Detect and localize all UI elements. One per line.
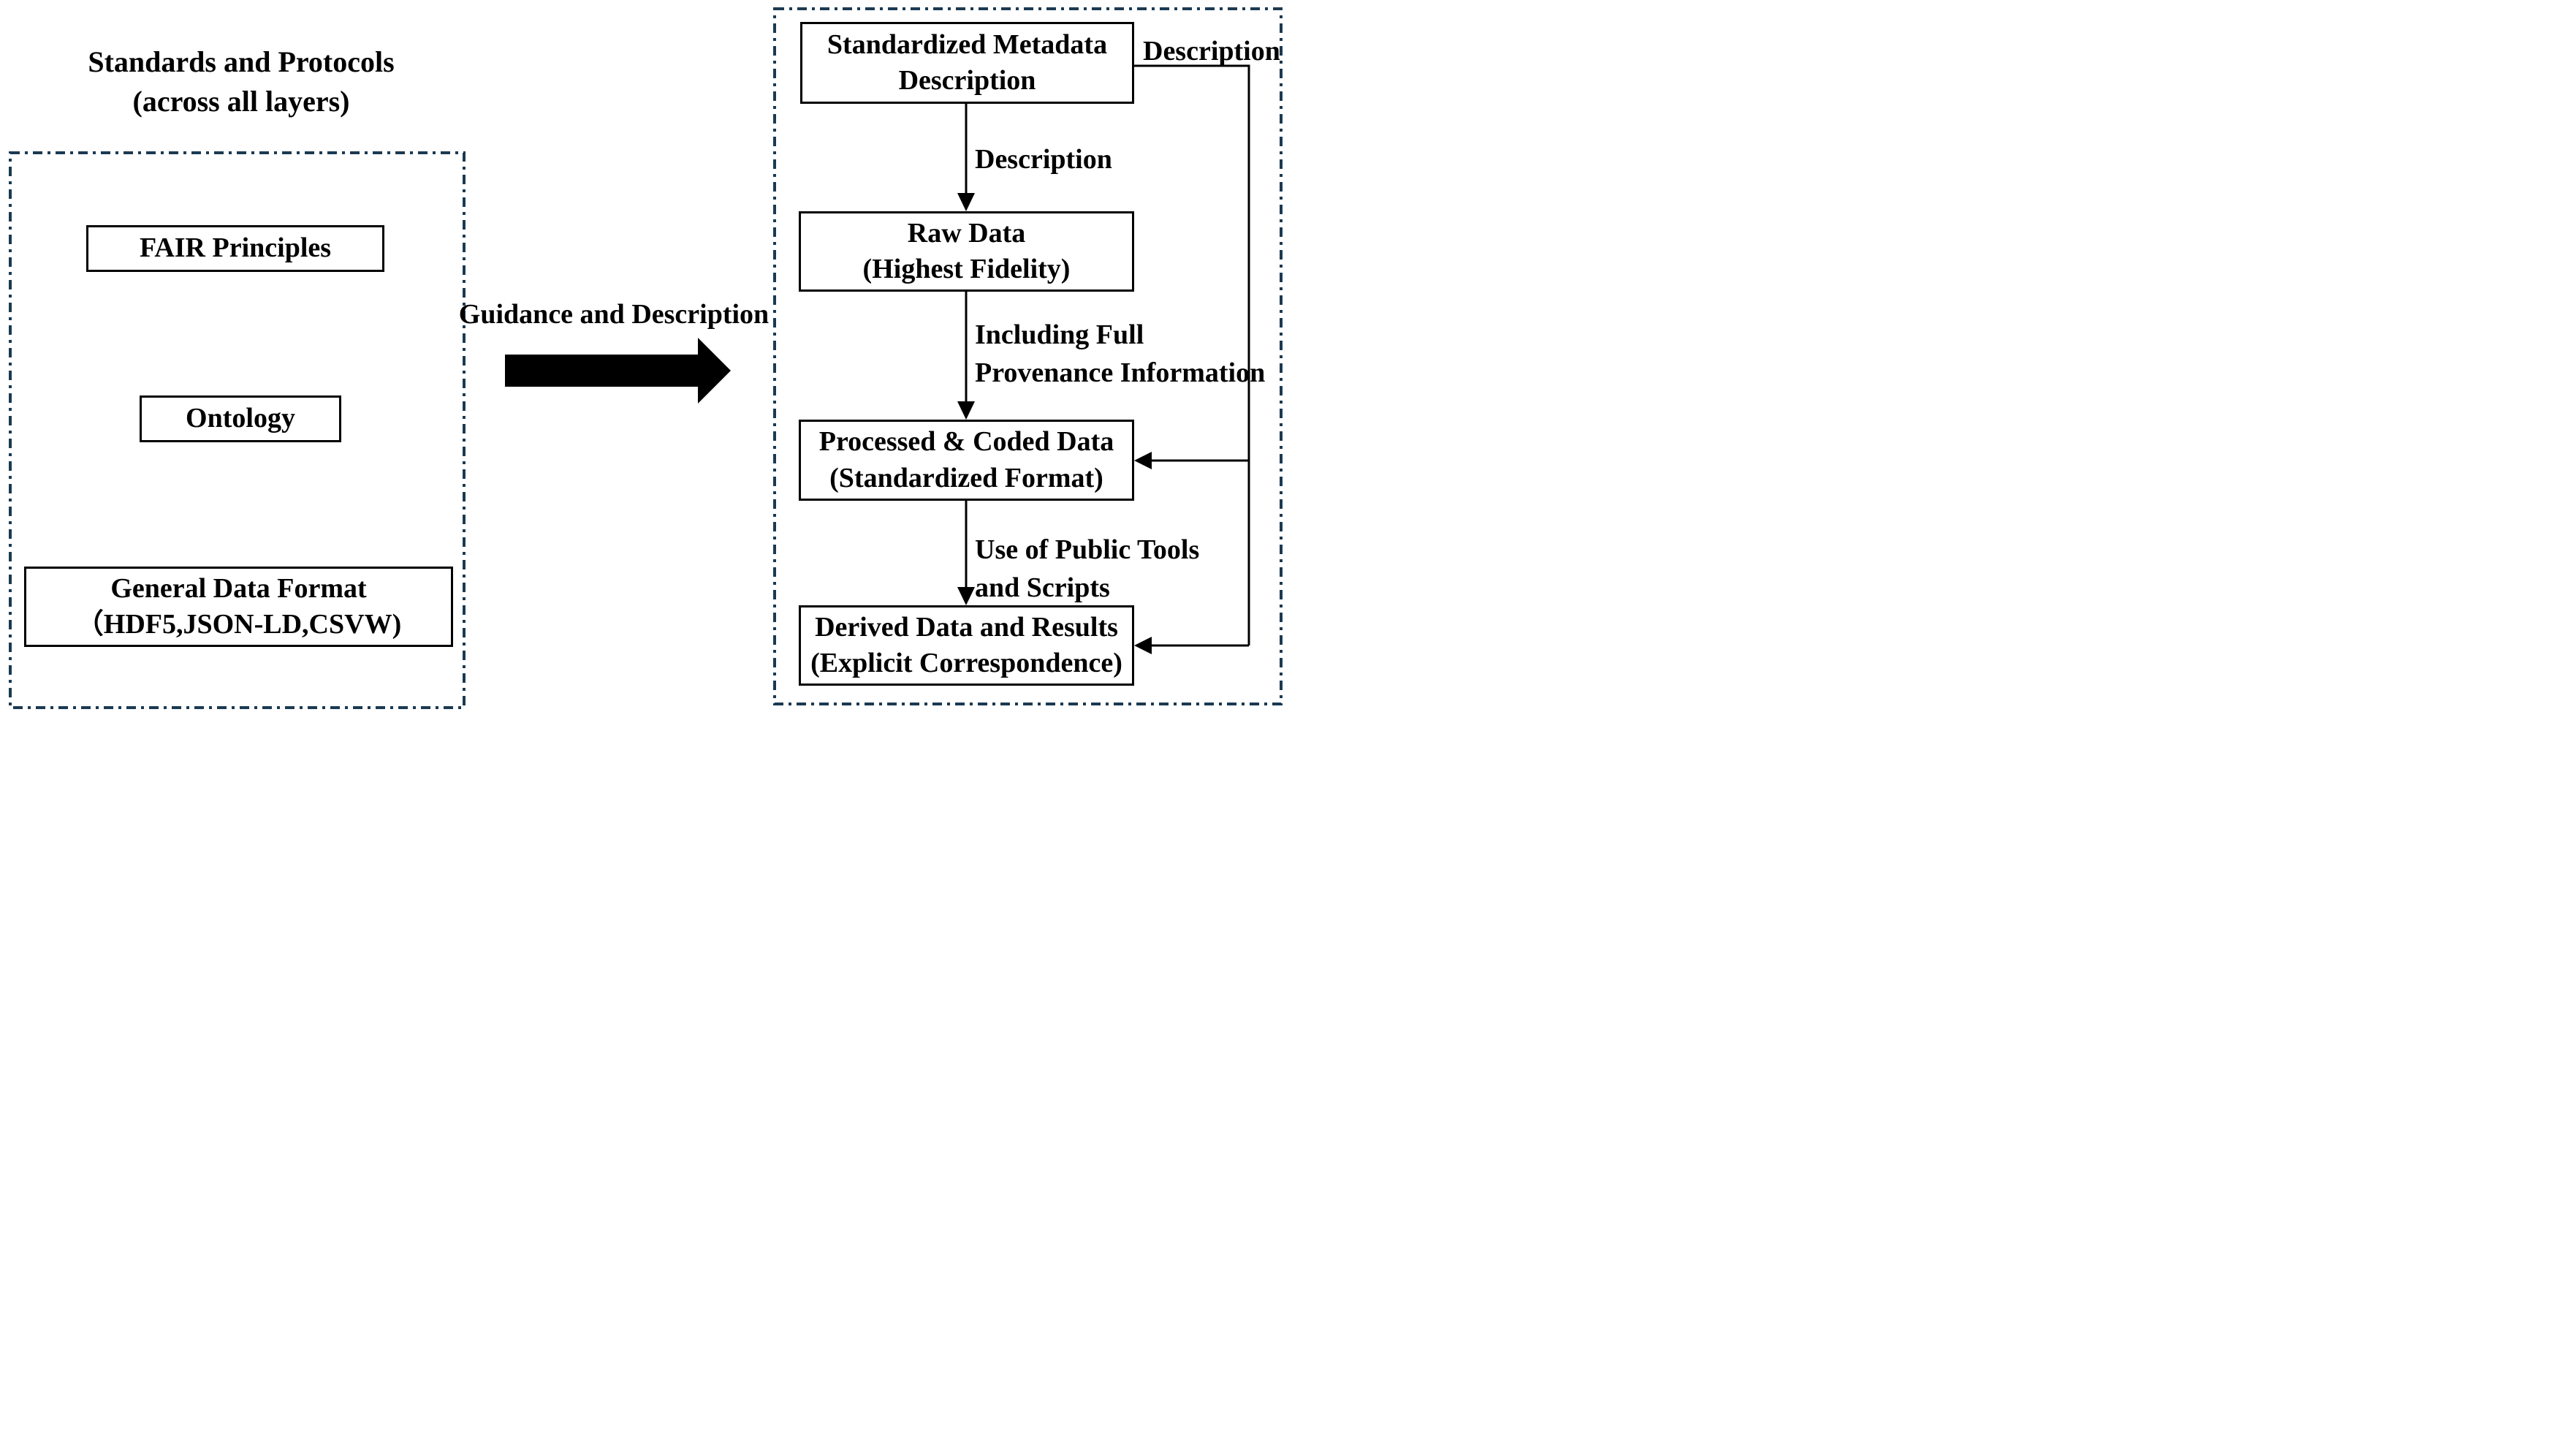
- processed-coded-data-box: Processed & Coded Data (Standardized For…: [799, 420, 1134, 501]
- description-feedback-label: Description: [1143, 36, 1280, 67]
- page-title-line2: (across all layers): [132, 85, 350, 118]
- diagram-canvas: Standards and Protocols (across all laye…: [0, 0, 1288, 717]
- general-data-format-line1: General Data Format: [110, 572, 367, 604]
- fair-principles-box: FAIR Principles: [86, 225, 384, 272]
- raw-data-box: Raw Data (Highest Fidelity): [799, 211, 1134, 292]
- connector-lines-layer: [9, 7, 1283, 709]
- raw-data-line1: Raw Data: [907, 217, 1026, 249]
- processed-coded-data-line2: (Standardized Format): [829, 462, 1103, 493]
- page-title: Standards and Protocols (across all laye…: [66, 42, 417, 121]
- description-feedback-line: [1134, 64, 1250, 654]
- public-tools-edge-label-line1: Use of Public Tools: [975, 534, 1200, 565]
- derived-data-results-box: Derived Data and Results (Explicit Corre…: [799, 605, 1134, 686]
- public-tools-edge-label: Use of Public Tools and Scripts: [975, 531, 1199, 607]
- arrow-processed-to-derived: [957, 501, 975, 605]
- standardized-metadata-line1: Standardized Metadata: [827, 29, 1108, 60]
- guidance-arrow: [505, 338, 731, 404]
- provenance-edge-label-line1: Including Full: [975, 319, 1144, 350]
- provenance-edge-label-line2: Provenance Information: [975, 357, 1266, 389]
- arrow-raw-to-processed: [957, 292, 975, 420]
- derived-data-results-line2: (Explicit Correspondence): [810, 648, 1122, 678]
- processed-coded-data-line1: Processed & Coded Data: [818, 426, 1114, 458]
- description-edge-label: Description: [975, 144, 1112, 175]
- ontology-box: Ontology: [140, 395, 341, 442]
- page-title-line1: Standards and Protocols: [88, 45, 395, 78]
- standardized-metadata-line2: Description: [898, 65, 1036, 96]
- standardized-metadata-box: Standardized Metadata Description: [800, 22, 1134, 104]
- public-tools-edge-label-line2: and Scripts: [975, 572, 1110, 604]
- raw-data-line2: (Highest Fidelity): [862, 254, 1071, 284]
- right-dashed-panel-border: [773, 7, 1283, 705]
- guidance-and-description-label: Guidance and Description: [458, 299, 770, 330]
- left-dashed-panel-border: [9, 151, 466, 709]
- arrow-meta-to-raw: [957, 104, 975, 211]
- ontology-label: Ontology: [186, 403, 295, 434]
- general-data-format-box: General Data Format （HDF5,JSON-LD,CSVW): [24, 567, 453, 647]
- general-data-format-line2: （HDF5,JSON-LD,CSVW): [75, 609, 402, 640]
- provenance-edge-label: Including Full Provenance Information: [975, 316, 1265, 393]
- fair-principles-label: FAIR Principles: [139, 232, 332, 264]
- derived-data-results-line1: Derived Data and Results: [815, 611, 1118, 643]
